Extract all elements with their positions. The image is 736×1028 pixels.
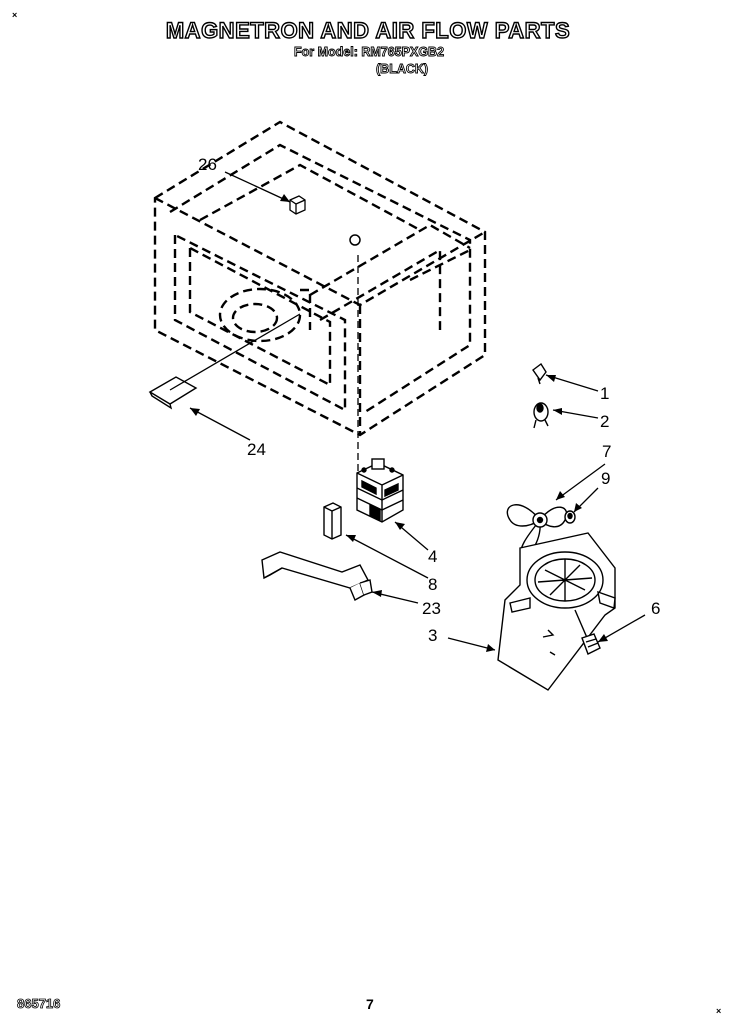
- callout-3: 3: [428, 626, 437, 645]
- color-line: (BLACK): [376, 62, 429, 77]
- leader-arrowheads: [190, 194, 608, 652]
- part-8-gasket: [323, 502, 342, 540]
- page-title: MAGNETRON AND AIR FLOW PARTS: [165, 17, 571, 43]
- part-3-fan-housing: [497, 532, 616, 691]
- cabinet-hole: [349, 234, 361, 246]
- callout-23: 23: [422, 599, 441, 618]
- part-2-bushing: [533, 402, 549, 429]
- callout-8: 8: [428, 575, 437, 594]
- document-number: 865716: [17, 996, 61, 1012]
- part-1-screw: [532, 362, 547, 385]
- cabinet-outline: [153, 120, 487, 437]
- part-26-block: [289, 195, 306, 215]
- callout-26: 26: [198, 155, 217, 174]
- callout-7: 7: [602, 442, 611, 461]
- model-line: For Model: RM765PXGB2: [294, 45, 445, 60]
- part-24-plate: [148, 376, 198, 410]
- part-23-bracket: [261, 551, 373, 601]
- part-4-magnetron: [356, 458, 404, 523]
- callout-2: 2: [600, 412, 609, 431]
- part-9-nut: [564, 510, 576, 524]
- callout-6: 6: [651, 599, 660, 618]
- callout-24: 24: [247, 440, 266, 459]
- callout-1: 1: [600, 384, 609, 403]
- callout-4: 4: [428, 547, 437, 566]
- page-number: 7: [366, 996, 374, 1012]
- part-6-connector: [574, 609, 601, 655]
- corner-mark-top-left: ×: [12, 10, 18, 20]
- callout-9: 9: [601, 469, 610, 488]
- corner-mark-bottom-right: ×: [716, 1006, 722, 1016]
